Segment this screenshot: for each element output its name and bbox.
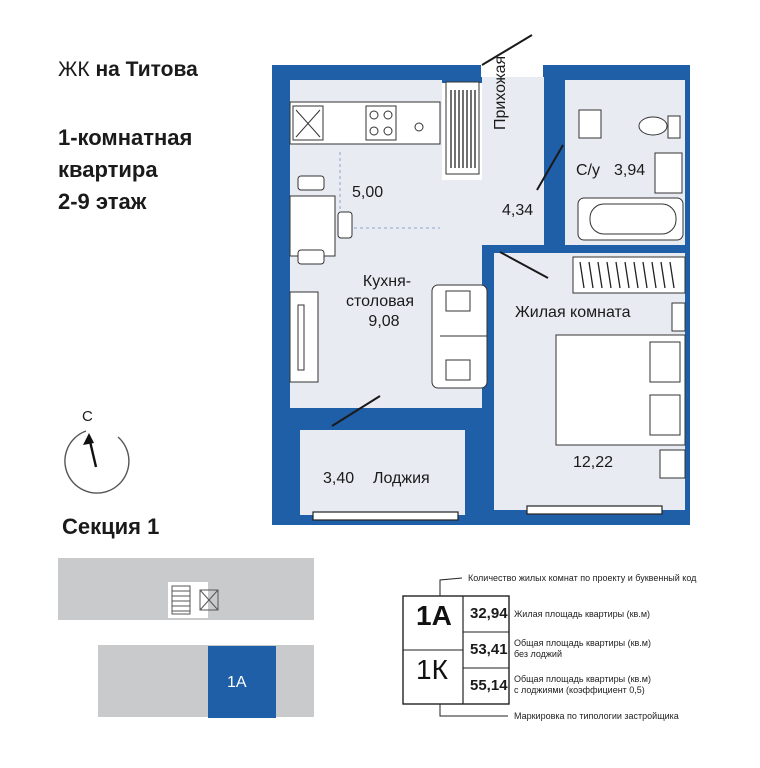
- toilet-icon: [638, 116, 668, 136]
- hall-area-label: 4,34: [502, 202, 534, 219]
- washing-machine-icon: [578, 109, 602, 139]
- washbasin-icon: [654, 152, 683, 194]
- legend-code-top: 1А: [416, 600, 452, 631]
- bath-area-label: 3,94: [614, 162, 646, 179]
- complex-title: на Титова: [95, 58, 198, 81]
- loggia-name-label: Лоджия: [373, 470, 430, 487]
- sink-icon: [292, 105, 324, 141]
- kitchen-area-label: 5,00: [352, 184, 384, 201]
- fan-icon: [414, 122, 424, 132]
- legend-total-no-loggia: 53,41: [470, 641, 508, 658]
- compass: С: [60, 405, 140, 505]
- compass-icon: [64, 430, 130, 494]
- legend-note-loggia: Общая площадь квартиры (кв.м) с лоджиями…: [514, 674, 651, 696]
- bath-door-swing: [536, 144, 564, 191]
- kitchen-door-swing: [331, 395, 381, 427]
- legend-living-area: 32,94: [470, 605, 508, 622]
- legend-note-loggia-line1: Общая площадь квартиры (кв.м): [514, 674, 651, 684]
- unit-label: 1А: [227, 674, 247, 691]
- legend-note-rooms: Количество жилых комнат по проекту и бук…: [468, 573, 697, 583]
- bed-icon: [555, 334, 686, 446]
- complex-prefix: ЖК: [58, 58, 90, 81]
- hall-floor: [482, 77, 544, 252]
- section-title: Секция 1: [62, 514, 160, 539]
- loggia-floor: [300, 430, 465, 515]
- elevator-icon: [199, 589, 219, 611]
- bath-name-label: С/у: [576, 162, 600, 179]
- bath-wall: [544, 77, 565, 247]
- kitchen-counter: [289, 101, 441, 145]
- legend-note-living: Жилая площадь квартиры (кв.м): [514, 609, 651, 619]
- living-window: [526, 505, 663, 515]
- legend-note-marking: Маркировка по типологии застройщика: [514, 711, 679, 721]
- living-door-swing: [499, 251, 549, 279]
- legend-code-bottom: 1К: [416, 654, 448, 685]
- kitchen-total-label: 9,08: [368, 313, 400, 330]
- legend-total-with-loggia: 55,14: [470, 677, 508, 694]
- stove-icon: [365, 105, 397, 141]
- living-name-label: Жилая комната: [515, 304, 631, 321]
- complex-name: ЖК на Титова: [58, 58, 198, 82]
- title-line-2: квартира: [58, 157, 158, 182]
- kitchen-name-line1: Кухня-: [362, 273, 412, 290]
- title-line-3: 2-9 этаж: [58, 189, 147, 214]
- entrance-door-swing: [481, 34, 533, 66]
- legend-note-loggia-line2: с лоджиями (коэффициент 0,5): [514, 685, 645, 695]
- apartment-title: 1-комнатная квартира 2-9 этаж: [58, 122, 192, 218]
- kitchen-name-line2: столовая: [346, 293, 414, 310]
- legend-note-total-line2: без лоджий: [514, 649, 562, 659]
- stairwell: [168, 582, 208, 618]
- legend-note-total: Общая площадь квартиры (кв.м) без лоджий: [514, 638, 651, 660]
- title-line-1: 1-комнатная: [58, 125, 193, 150]
- bathtub-icon: [577, 197, 684, 241]
- legend-note-total-line1: Общая площадь квартиры (кв.м): [514, 638, 651, 648]
- loggia-area-label: 3,40: [323, 470, 355, 487]
- unit-highlight: [208, 646, 276, 718]
- kitchen-name-label: Кухня- столовая 9,08: [346, 272, 414, 332]
- dining-table: [289, 195, 336, 257]
- living-area-label: 12,22: [573, 454, 614, 471]
- nightstand: [659, 449, 686, 479]
- compass-letter: С: [82, 408, 93, 425]
- loggia-window: [312, 511, 459, 521]
